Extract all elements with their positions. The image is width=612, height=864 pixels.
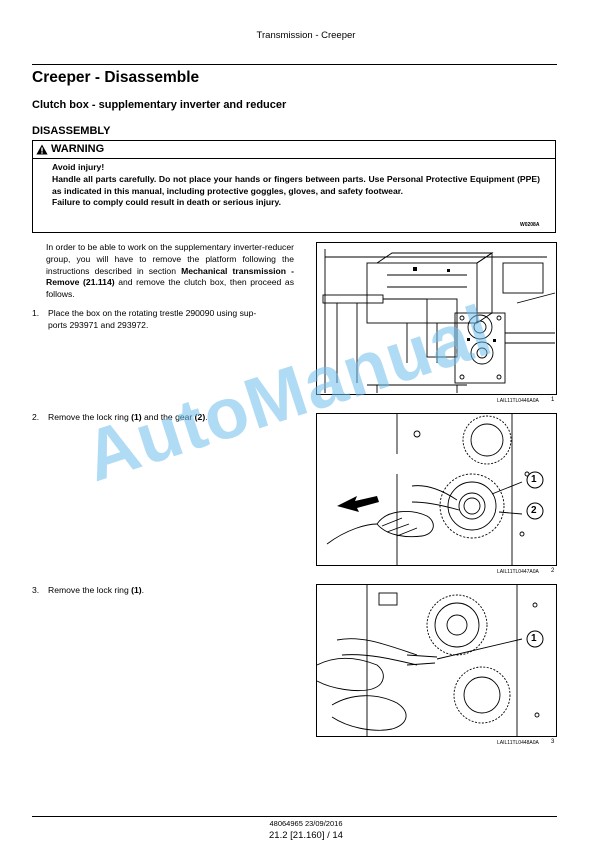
step-number: 2. — [32, 412, 40, 422]
figure-2-number: 2 — [551, 568, 555, 574]
step-text-line-1: Place the box on the rotating trestle 29… — [48, 308, 257, 318]
warning-line-2: Handle all parts carefully. Do not place… — [52, 173, 540, 196]
step-number: 3. — [32, 585, 40, 595]
step-3: 3. Remove the lock ring (1). — [32, 585, 296, 599]
warning-line-1: Avoid injury! — [52, 162, 105, 172]
intro-text-before: In order to be able to work on the suppl… — [46, 242, 294, 276]
running-header: Transmission - Creeper — [256, 30, 356, 41]
warning-header: WARNING — [36, 143, 104, 155]
warning-text: Avoid injury! Handle all parts carefully… — [52, 162, 540, 209]
warning-divider — [32, 158, 556, 159]
remove-lock-ring-illustration — [317, 585, 544, 736]
footer-document-id: 48064965 23/09/2016 — [269, 819, 343, 828]
figure-2-callouts — [526, 471, 544, 520]
step-number: 1. — [32, 308, 40, 318]
figure-3-code: LAIL11TL0448A0A — [497, 740, 539, 746]
header-rule — [32, 64, 557, 65]
step-text: Remove the lock ring (1) and the gear (2… — [48, 412, 208, 422]
callout-1-marker — [526, 630, 544, 648]
callout-2-label: 2 — [531, 505, 537, 516]
callout-2-marker — [526, 502, 544, 520]
figure-3-image: 1 — [316, 584, 557, 737]
footer-page-number: 21.2 [21.160] / 14 — [269, 830, 343, 841]
figure-1-image — [316, 242, 557, 395]
callout-1-label: 1 — [531, 633, 537, 644]
callout-1-label: 1 — [531, 474, 537, 485]
page-subtitle: Clutch box - supplementary inverter and … — [32, 99, 287, 111]
intro-section-reference: Mechanical transmission - Remove (21.114… — [46, 265, 294, 288]
lock-ring-and-gear-illustration — [326, 414, 544, 565]
intro-text-after: and remove the clutch box, then proceed … — [46, 277, 295, 300]
warning-label: WARNING — [51, 143, 105, 155]
step-text-line-2: ports 293971 and 293972. — [48, 319, 149, 330]
figure-2-image: 1 2 — [316, 413, 557, 566]
footer-rule — [32, 816, 557, 817]
step-2: 2. Remove the lock ring (1) and the gear… — [32, 412, 296, 426]
warning-triangle-icon — [36, 144, 48, 154]
warning-line-3: Failure to comply could result in death … — [52, 197, 282, 208]
intro-paragraph: In order to be able to work on the suppl… — [46, 242, 294, 301]
callout-1-marker — [526, 471, 544, 489]
page-title: Creeper - Disassemble — [32, 69, 200, 86]
warning-code: W0208A — [520, 222, 540, 228]
figure-1-code: LAIL11TL0446A0A — [497, 398, 539, 404]
step-1: 1. Place the box on the rotating trestle… — [32, 308, 296, 334]
figure-1-number: 1 — [551, 397, 555, 403]
step-text: Remove the lock ring (1). — [48, 585, 145, 595]
figure-2-code: LAIL11TL0447A0A — [497, 569, 539, 575]
clutch-box-on-trestle-illustration — [322, 249, 556, 393]
warning-box — [32, 140, 556, 233]
figure-3-number: 3 — [551, 739, 555, 745]
section-heading: DISASSEMBLY — [32, 125, 111, 137]
